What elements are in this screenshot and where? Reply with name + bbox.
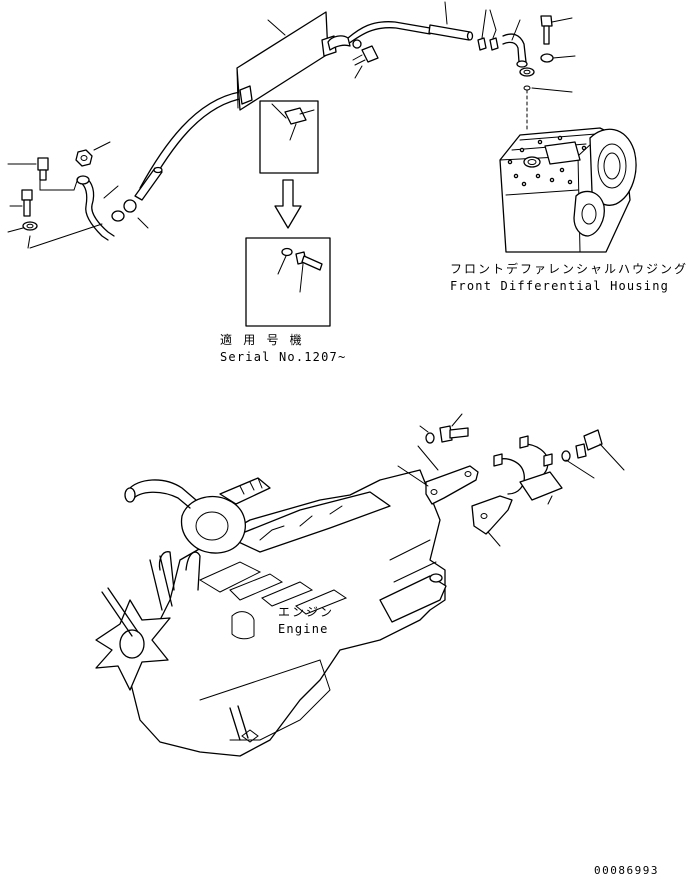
detail-bolt-before [284, 107, 307, 125]
mount-bolt-2 [575, 443, 587, 459]
mount-clamp-1 [495, 458, 525, 495]
engine-mount-brackets [397, 413, 625, 547]
serial-label-en: Serial No.1207~ [220, 350, 347, 364]
breather-elbow-pipe [502, 33, 527, 63]
mount-bracket-2 [471, 495, 513, 535]
engine-label-jp: エンジン [278, 605, 335, 619]
mount-washer-2 [561, 450, 571, 462]
breather-washer [519, 67, 535, 77]
engine-label-en: Engine [278, 622, 329, 636]
breather-hose [145, 97, 246, 193]
mount-bolt-1 [439, 425, 453, 443]
breather-pipe-lower [85, 177, 115, 237]
breather-tube-left [134, 167, 163, 201]
mount-plate [519, 471, 563, 501]
serial-label-jp: 適 用 号 機 [220, 333, 304, 347]
breather-bolt-top [540, 15, 553, 27]
down-arrow-icon [274, 179, 302, 229]
left-fitting-cluster [7, 141, 163, 249]
drawing-number: 00086993 [594, 864, 659, 877]
bracket-bolt [361, 45, 379, 63]
detail-frame-before [259, 100, 319, 174]
left-bolt [21, 189, 33, 201]
breather-washer-top [540, 53, 554, 63]
breather-tube-top [428, 24, 471, 41]
detail-washer-after [281, 247, 293, 257]
turbocharger [180, 495, 246, 554]
hose-band-2 [123, 199, 137, 213]
housing-label-en: Front Differential Housing [450, 279, 670, 293]
housing-bolts [507, 135, 587, 187]
breather-hose-assembly [139, 1, 576, 193]
hose-clip-2 [489, 37, 499, 51]
hose-clip-1 [477, 37, 487, 51]
stud-bolt [37, 157, 49, 171]
hose-connector [327, 35, 351, 51]
hose-band [111, 210, 125, 222]
mount-washer-1 [425, 432, 435, 444]
detail-frame-after [245, 237, 331, 327]
housing-label-jp: フロントデファレンシャルハウジング [450, 262, 689, 276]
nut [75, 149, 93, 167]
engine-block [95, 469, 447, 757]
left-washer [22, 221, 38, 231]
front-differential-housing [499, 127, 637, 253]
breather-hose-upper [347, 21, 431, 39]
